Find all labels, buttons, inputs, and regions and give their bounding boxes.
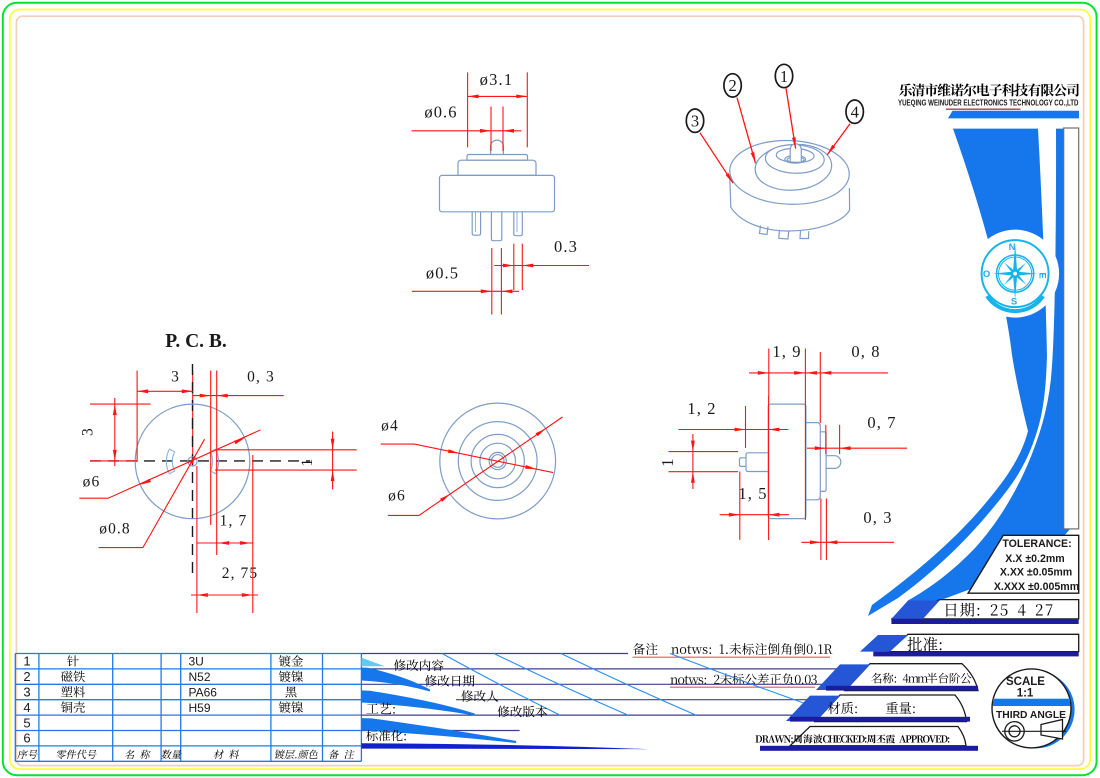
svg-text:2: 2 [23,669,30,684]
svg-text:E: E [1036,272,1047,278]
svg-text:H59: H59 [189,701,211,715]
svg-text:ø4: ø4 [381,418,399,435]
svg-text:3: 3 [23,685,30,700]
svg-text:P. C. B.: P. C. B. [165,331,227,352]
svg-text:1, 7: 1, 7 [220,513,248,530]
svg-text:X.XXX ±0.005mm: X.XXX ±0.005mm [994,581,1079,593]
svg-text:X.X ±0.2mm: X.X ±0.2mm [1005,553,1064,565]
svg-text:1, 5: 1, 5 [738,484,767,503]
svg-text:THIRD ANGLE: THIRD ANGLE [996,710,1066,721]
svg-text:4: 4 [23,700,30,715]
svg-text:5: 5 [23,715,30,730]
svg-text:S: S [1011,296,1017,307]
svg-text:6: 6 [23,731,30,746]
svg-text:1: 1 [780,67,788,86]
svg-text:2, 75: 2, 75 [222,565,259,582]
svg-text:1: 1 [23,654,30,669]
svg-text:ø3.1: ø3.1 [480,70,514,89]
svg-text:TOLERANCE:: TOLERANCE: [1002,538,1071,550]
svg-text:PA66: PA66 [189,686,218,700]
svg-text:1: 1 [658,457,677,466]
svg-text:0, 3: 0, 3 [247,369,275,386]
svg-text:0.3: 0.3 [554,237,578,256]
svg-text:1: 1 [299,458,316,467]
svg-text:O: O [983,269,990,280]
svg-text:1:1: 1:1 [1017,688,1034,700]
svg-text:1, 9: 1, 9 [772,342,801,361]
svg-text:0, 7: 0, 7 [867,413,896,432]
svg-text:3U: 3U [189,655,204,669]
svg-text:2: 2 [728,76,736,95]
svg-text:SCALE: SCALE [1006,676,1045,688]
svg-text:1, 2: 1, 2 [687,399,716,418]
svg-text:3: 3 [80,427,97,436]
svg-text:0, 3: 0, 3 [863,508,892,527]
svg-text:3: 3 [691,112,699,131]
svg-text:ø6: ø6 [388,488,406,505]
svg-text:YUEQING WEINUDER ELECTRONICS T: YUEQING WEINUDER ELECTRONICS TECHNOLOGY … [898,97,1079,107]
svg-text:N52: N52 [189,670,211,684]
svg-text:0, 8: 0, 8 [851,342,880,361]
svg-text:3: 3 [171,369,180,386]
svg-text:N: N [1009,242,1016,253]
svg-text:ø0.5: ø0.5 [426,264,459,283]
svg-text:4: 4 [851,103,859,122]
svg-text:ø0.6: ø0.6 [424,103,457,122]
svg-text:ø6: ø6 [83,474,101,491]
svg-text:X.XX ±0.05mm: X.XX ±0.05mm [1000,567,1072,579]
svg-text:ø0.8: ø0.8 [99,521,131,538]
